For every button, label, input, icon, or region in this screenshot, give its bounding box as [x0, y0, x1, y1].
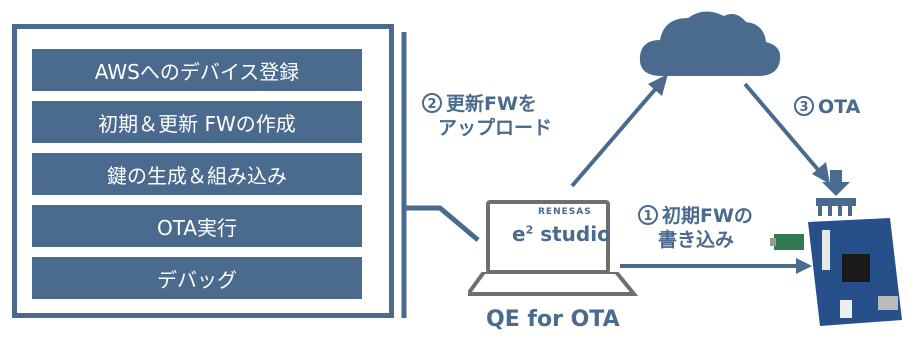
e2-studio-logo: e2 studio: [512, 222, 611, 246]
upload-line1: 更新FWを: [446, 93, 537, 115]
write-line2: 書き込み: [658, 229, 735, 251]
write-line1: 初期FWの: [662, 205, 753, 227]
step-number-2: 2: [422, 93, 442, 113]
step-debug: デバッグ: [32, 257, 362, 299]
step-number-3: 3: [794, 96, 814, 116]
step-key-generation: 鍵の生成＆組み込み: [32, 153, 362, 195]
step-create-firmware: 初期＆更新 FWの作成: [32, 101, 362, 143]
laptop-screen: [486, 200, 610, 274]
upload-line2: アップロード: [438, 117, 553, 139]
cloud-icon: [639, 11, 781, 77]
laptop-caption: QE for OTA: [486, 307, 620, 332]
laptop-base: [468, 272, 638, 296]
renesas-logo: RENESAS: [538, 207, 592, 217]
step-ota-execution: OTA実行: [32, 205, 362, 247]
step-aws-device-registration: AWSへのデバイス登録: [32, 49, 362, 91]
board-image: [770, 170, 902, 326]
ota-text: OTA: [818, 96, 861, 118]
step-number-1: 1: [638, 205, 658, 225]
